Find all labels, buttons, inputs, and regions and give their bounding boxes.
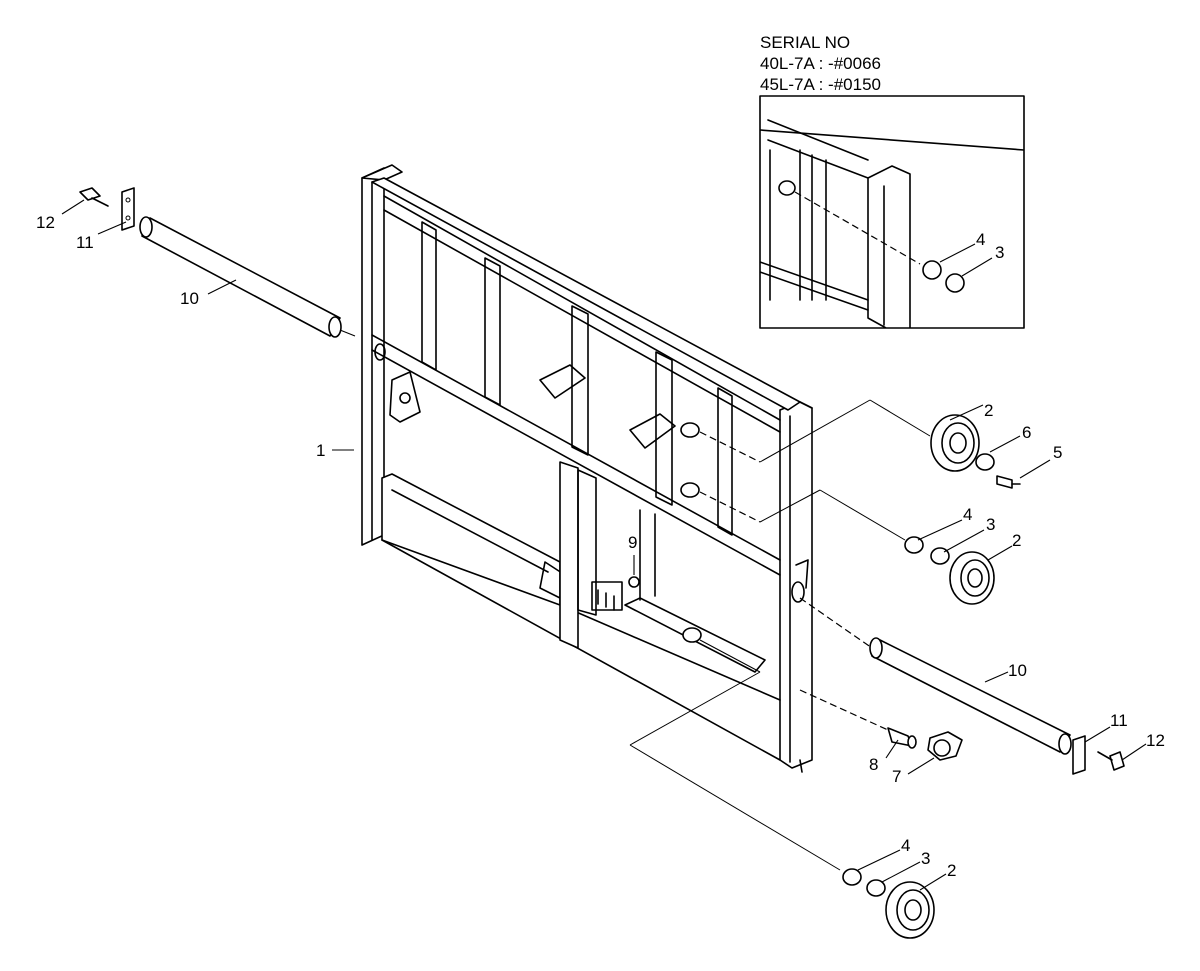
carriage-frame [361, 164, 813, 773]
roller-set-middle [699, 489, 995, 605]
callout-7: 7 [892, 767, 901, 786]
callout-12-left: 12 [36, 213, 55, 232]
callout-4-middle: 4 [963, 505, 972, 524]
serial-line-2: 45L-7A : -#0150 [760, 75, 881, 94]
callout-5: 5 [1053, 443, 1062, 462]
roller-set-upper [699, 399, 1021, 489]
callout-4-lower: 4 [901, 836, 910, 855]
serial-heading: SERIAL NO [760, 33, 850, 52]
callout-1: 1 [316, 441, 325, 460]
callout-11-left: 11 [76, 233, 94, 252]
callout-10-left: 10 [180, 289, 199, 308]
serial-inset-box [759, 95, 1025, 329]
callout-10-right: 10 [1008, 661, 1027, 680]
callout-3-inset: 3 [995, 243, 1004, 262]
callout-2-upper: 2 [984, 401, 993, 420]
callout-4-inset: 4 [976, 230, 985, 249]
serial-text: SERIAL NO 40L-7A : -#0066 45L-7A : -#015… [760, 33, 881, 94]
callout-9: 9 [628, 533, 637, 552]
serial-line-1: 40L-7A : -#0066 [760, 54, 881, 73]
callout-6: 6 [1022, 423, 1031, 442]
callout-2-lower: 2 [947, 861, 956, 880]
callout-labels: 1 2 2 2 3 3 3 4 4 4 5 6 7 8 9 10 10 11 1… [36, 213, 1165, 880]
callout-2-middle: 2 [1012, 531, 1021, 550]
left-pin-assembly [79, 187, 356, 338]
callout-3-middle: 3 [986, 515, 995, 534]
callout-11-right: 11 [1110, 711, 1128, 730]
leader-lines [61, 199, 1147, 891]
grease-fitting-parts [799, 689, 963, 761]
callout-8: 8 [869, 755, 878, 774]
callout-3-lower: 3 [921, 849, 930, 868]
callout-12-right: 12 [1146, 731, 1165, 750]
roller-set-lower [629, 639, 935, 939]
right-pin-assembly [799, 597, 1125, 775]
